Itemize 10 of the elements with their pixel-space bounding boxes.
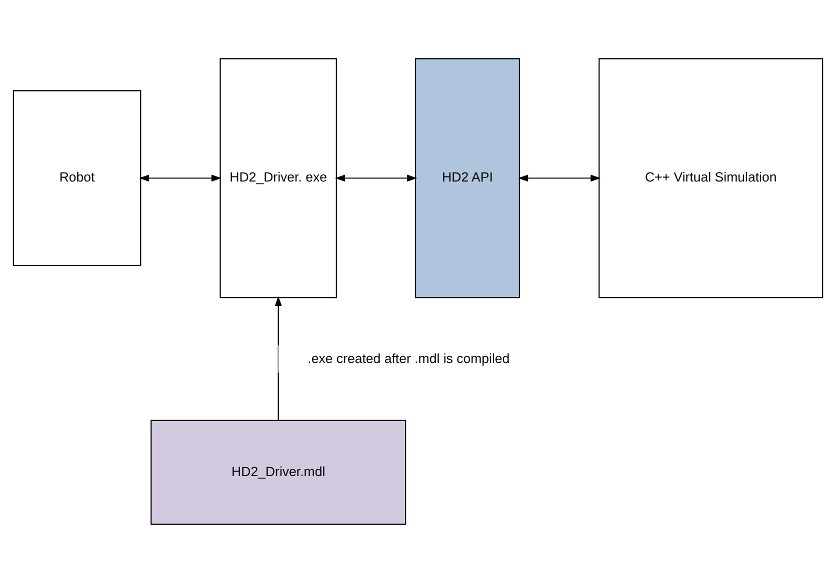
arrow (518, 174, 600, 182)
node-box: C++ Virtual Simulation (598, 58, 823, 298)
node-box: HD2_Driver. exe (219, 58, 336, 298)
node-box: Robot (12, 90, 141, 266)
edge-label: .exe created after .mdl is compiled (307, 350, 510, 366)
arrow (138, 174, 221, 182)
node-box: HD2_Driver.mdl (150, 420, 406, 525)
arrow (334, 174, 417, 182)
arrow (274, 296, 282, 420)
node-box: HD2 API (414, 58, 520, 298)
